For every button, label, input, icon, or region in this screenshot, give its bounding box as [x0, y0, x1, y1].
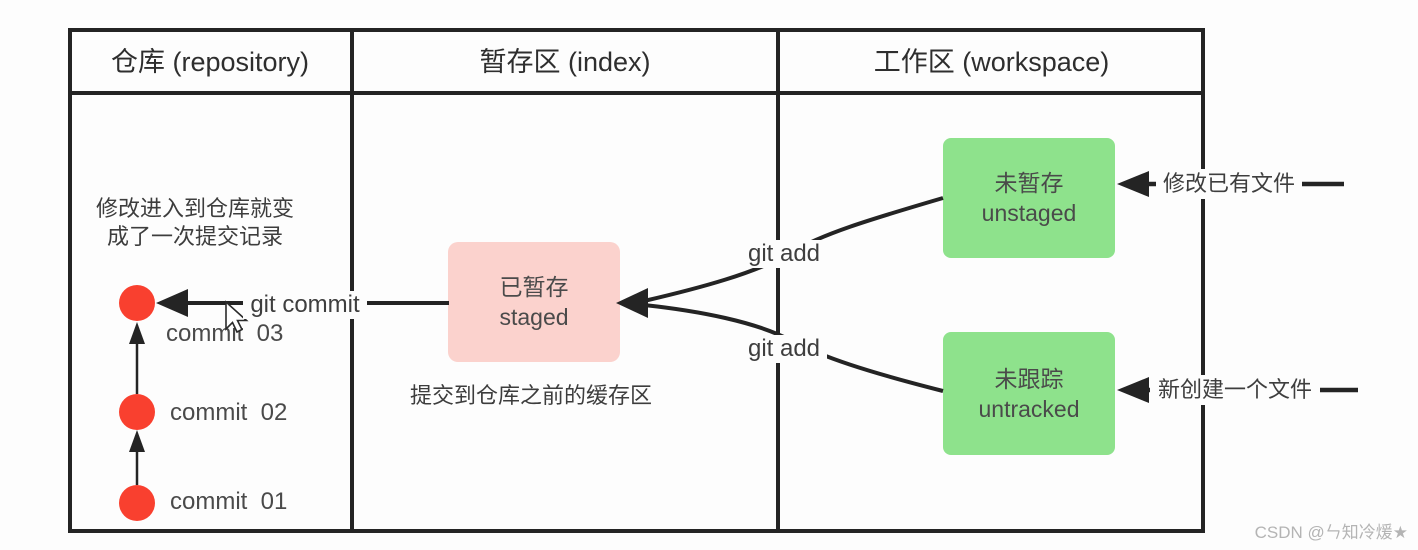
git-add-arrowhead	[616, 288, 648, 318]
git-commit-label: git commit	[243, 291, 367, 319]
commit-01-label: commit 01	[170, 488, 288, 515]
create-new-arrowhead	[1117, 377, 1149, 403]
modify-existing-arrowhead	[1117, 171, 1149, 197]
index-caption: 提交到仓库之前的缓存区	[409, 383, 652, 408]
mouse-cursor	[225, 300, 249, 334]
git-add-bottom-label: git add	[741, 335, 827, 363]
commit-01-to-02-arrowhead	[129, 430, 145, 452]
untracked-box: 未跟踪 untracked	[943, 332, 1115, 455]
git-commit-arrowhead	[156, 289, 188, 317]
column-divider-2	[776, 28, 780, 533]
staged-box-en: staged	[499, 304, 569, 330]
untracked-box-en: untracked	[978, 395, 1080, 422]
modify-existing-label: 修改已有文件	[1156, 169, 1302, 199]
column-divider-1	[350, 28, 354, 533]
unstaged-box: 未暂存 unstaged	[943, 138, 1115, 258]
commit-02-dot	[119, 394, 155, 430]
untracked-box-cn: 未跟踪	[994, 365, 1064, 392]
commit-01-dot	[119, 485, 155, 521]
repository-note-line2: 成了一次提交记录	[106, 224, 283, 249]
commit-02-to-03-arrowhead	[129, 322, 145, 344]
repository-note-line1: 修改进入到仓库就变	[95, 196, 294, 221]
watermark: CSDN @ㄣ知冷煖★	[1254, 523, 1408, 542]
staged-box-cn: 已暂存	[499, 274, 569, 300]
create-new-label: 新创建一个文件	[1150, 375, 1320, 405]
git-add-top-label: git add	[741, 240, 827, 268]
repository-note: 修改进入到仓库就变 成了一次提交记录	[80, 195, 310, 251]
header-repository: 仓库 (repository)	[110, 47, 310, 77]
header-workspace: 工作区 (workspace)	[873, 47, 1110, 77]
commit-03-dot	[119, 285, 155, 321]
header-separator-line	[68, 91, 1205, 95]
staged-box: 已暂存 staged	[448, 242, 620, 362]
commit-02-label: commit 02	[170, 399, 288, 426]
header-index: 暂存区 (index)	[479, 47, 651, 77]
unstaged-box-en: unstaged	[981, 200, 1077, 226]
table-outer-border	[68, 28, 1205, 533]
unstaged-box-cn: 未暂存	[994, 170, 1064, 196]
